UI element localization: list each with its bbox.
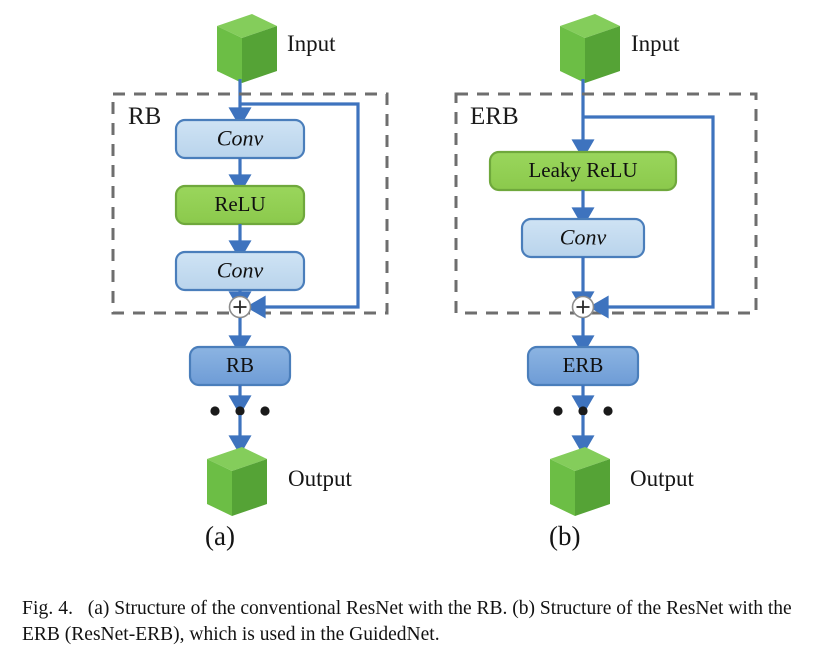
node-relu-a: ReLU [174, 184, 306, 226]
node-conv-1-b-label: Conv [560, 225, 607, 250]
node-conv-1-a: Conv [174, 118, 306, 160]
node-leaky-relu-b: Leaky ReLU [488, 150, 678, 192]
output-cube-b [550, 447, 610, 516]
node-leaky-relu-b-label: Leaky ReLU [528, 158, 637, 182]
sum-junction-a [228, 295, 252, 319]
skip-connection-b [583, 115, 715, 319]
erb-group-box [454, 92, 758, 315]
node-conv-1-b: Conv [520, 217, 646, 259]
node-conv-2-a: Conv [174, 250, 306, 292]
subcaption-b: (b) [549, 521, 581, 551]
input-cube-b [560, 14, 620, 83]
stack-block-rb: RB [188, 345, 292, 387]
figure-caption-line1: (a) Structure of the conventional ResNet… [87, 598, 612, 619]
output-cube-a [207, 447, 267, 516]
input-cube-a [217, 14, 277, 83]
input-label-a: Input [287, 31, 336, 56]
stack-block-erb-label: ERB [563, 353, 604, 377]
figure-number: Fig. 4. [22, 598, 74, 619]
figure-caption: Fig. 4. (a) Structure of the conventiona… [22, 596, 812, 648]
node-relu-a-label: ReLU [214, 192, 265, 216]
figure-caption-line2: of the ResNet with the ERB (ResNet-ERB),… [22, 598, 792, 645]
subcaption-a: (a) [205, 521, 235, 551]
ellipsis-dots-b [553, 406, 613, 416]
input-label-b: Input [631, 31, 680, 56]
node-conv-2-a-label: Conv [217, 258, 264, 283]
rb-group-label: RB [128, 103, 162, 130]
output-label-a: Output [288, 466, 352, 491]
erb-group-label: ERB [470, 103, 519, 130]
node-conv-1-a-label: Conv [217, 126, 264, 151]
stack-block-erb: ERB [526, 345, 640, 387]
skip-connection-a [240, 102, 360, 319]
ellipsis-dots-a [210, 406, 270, 416]
stack-block-rb-label: RB [226, 353, 254, 377]
output-label-b: Output [630, 466, 694, 491]
sum-junction-b [571, 295, 595, 319]
